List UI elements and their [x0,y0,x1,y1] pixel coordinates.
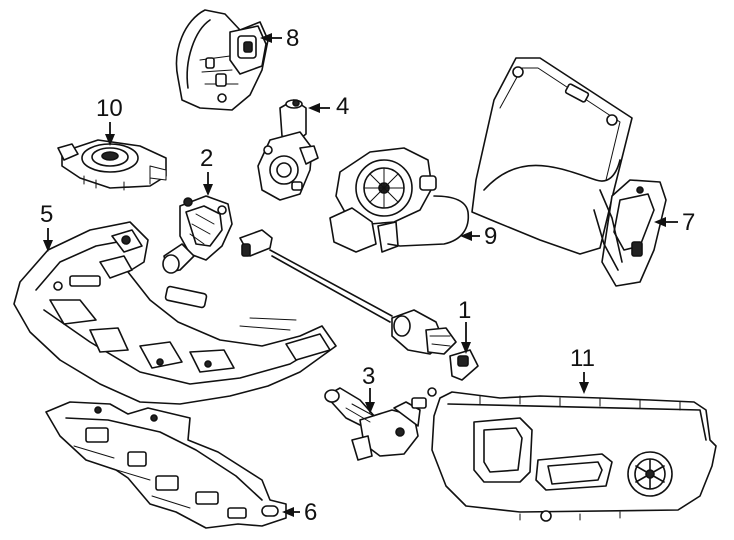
callout-5: 5 [40,201,53,228]
callout-1: 1 [458,297,471,324]
callout-4: 4 [336,93,349,120]
callout-11: 11 [570,345,595,372]
part-3-actuator [324,387,427,461]
part-4-motor [257,99,319,201]
callout-8: 8 [286,25,299,52]
callout-7: 7 [682,209,695,236]
part-1-connector [391,309,479,381]
callout-6: 6 [304,499,317,526]
cable-rod [239,229,393,323]
callout-9: 9 [484,223,497,250]
callout-10: 10 [96,95,123,122]
part-8-motor-gearbox [175,9,269,111]
leader-lines [43,33,678,517]
part-9-motor [329,147,470,253]
part-5-seat-frame [13,221,337,405]
part-6-track [45,401,287,529]
part-10-round-module [57,139,167,191]
callout-2: 2 [200,145,213,172]
callout-3: 3 [362,363,375,390]
part-2-actuator [162,195,233,274]
part-11-switch-panel [427,387,717,522]
part-7-seat-back [471,57,667,287]
